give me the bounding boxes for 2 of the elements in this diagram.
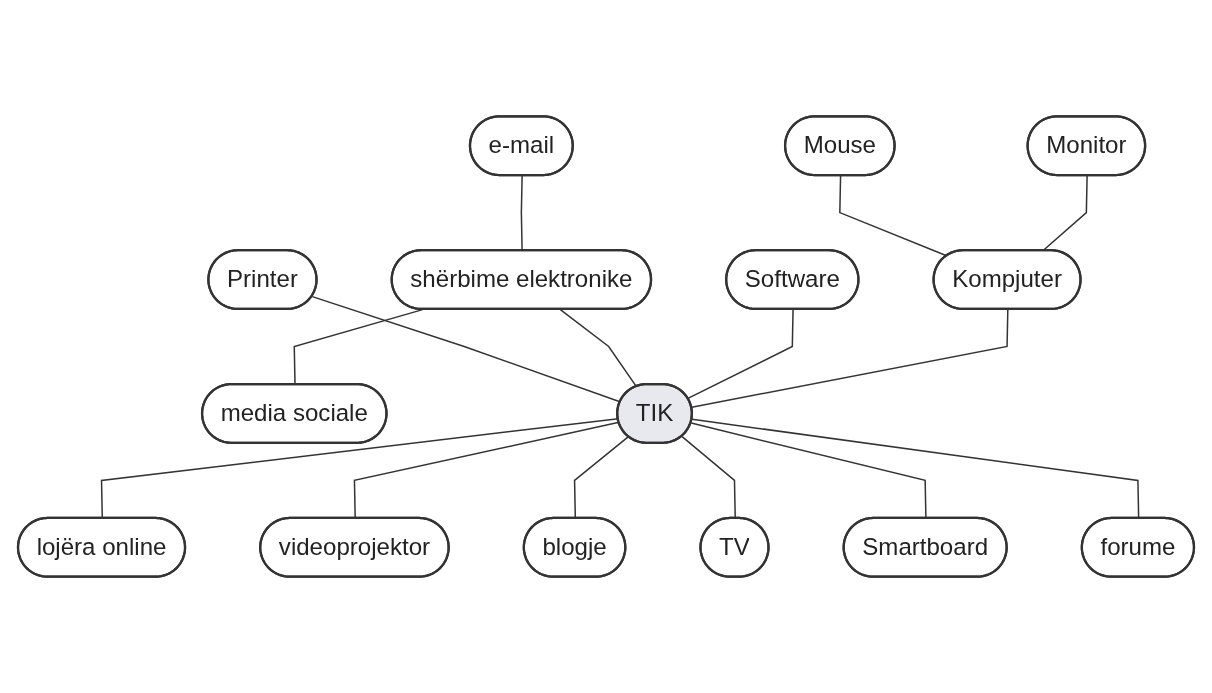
- connector: [687, 308, 794, 400]
- connector: [691, 308, 1009, 408]
